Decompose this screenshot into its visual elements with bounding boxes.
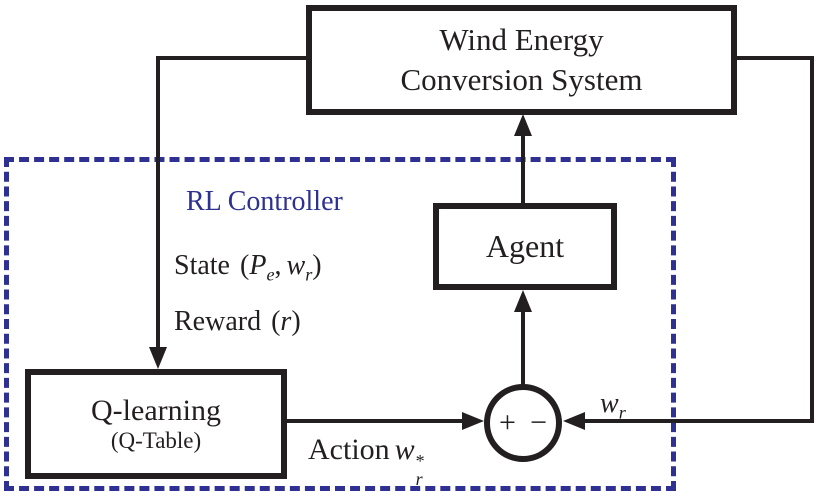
state-var-w-sub: r — [305, 264, 313, 285]
q-learning-label: Q-learning — [91, 393, 221, 427]
q-learning-block: Q-learning (Q-Table) — [25, 369, 287, 479]
rl-controller-text: RL Controller — [186, 186, 343, 217]
connector-agent-to-wecs — [521, 133, 525, 205]
reward-word: Reward — [174, 306, 262, 337]
reward-var-r: r — [280, 306, 292, 337]
state-var-P: P — [249, 250, 267, 281]
connector-qlearning-to-sum — [287, 419, 464, 423]
connector-wecs-left-horizontal — [158, 56, 306, 60]
connector-sum-to-agent — [521, 310, 525, 386]
connector-wecs-right-horizontal — [737, 56, 814, 60]
action-var-w: w — [394, 433, 415, 466]
state-word: State — [174, 250, 230, 281]
sum-plus-sign: + — [499, 406, 516, 439]
state-open-paren: ( — [240, 250, 250, 281]
wecs-label-line2: Conversion System — [400, 62, 643, 97]
rl-controller-boundary — [4, 157, 676, 491]
connector-right-vertical — [810, 56, 814, 423]
action-subscript: r — [415, 468, 423, 489]
state-var-w: w — [286, 250, 306, 281]
sum-minus-sign: − — [530, 406, 547, 439]
wr-var-w: w — [600, 388, 619, 419]
reward-label: Reward (r) — [174, 306, 301, 338]
wecs-label-line1: Wind Energy — [439, 22, 604, 58]
action-supsub: *r — [416, 452, 425, 488]
arrowhead-into-sum-left-icon — [462, 412, 484, 430]
rl-controller-title: RL Controller — [186, 186, 343, 218]
agent-block: Agent — [433, 203, 617, 290]
wind-energy-conversion-system-block: Wind Energy Conversion System — [306, 5, 737, 115]
wr-subscript: r — [618, 402, 626, 423]
reward-close-paren: ) — [291, 306, 301, 337]
wr-feedback-label: wr — [600, 388, 626, 424]
action-superscript: * — [415, 450, 425, 471]
arrowhead-into-wecs-icon — [514, 114, 532, 136]
state-label: State (Pe,wr) — [174, 250, 322, 286]
state-comma: , — [274, 250, 282, 281]
arrowhead-into-agent-icon — [514, 290, 532, 312]
state-close-paren: ) — [312, 250, 322, 281]
reward-open-paren: ( — [271, 306, 281, 337]
action-word: Action — [308, 433, 390, 466]
arrowhead-into-qlearning-icon — [149, 347, 167, 369]
agent-label: Agent — [485, 228, 565, 264]
state-var-P-sub: e — [266, 264, 275, 285]
summing-junction: + − — [484, 384, 562, 462]
connector-wr-feedback-horizontal — [583, 419, 814, 423]
arrowhead-into-sum-right-icon — [563, 412, 585, 430]
connector-left-vertical — [156, 56, 160, 349]
q-table-label: (Q-Table) — [110, 428, 202, 454]
